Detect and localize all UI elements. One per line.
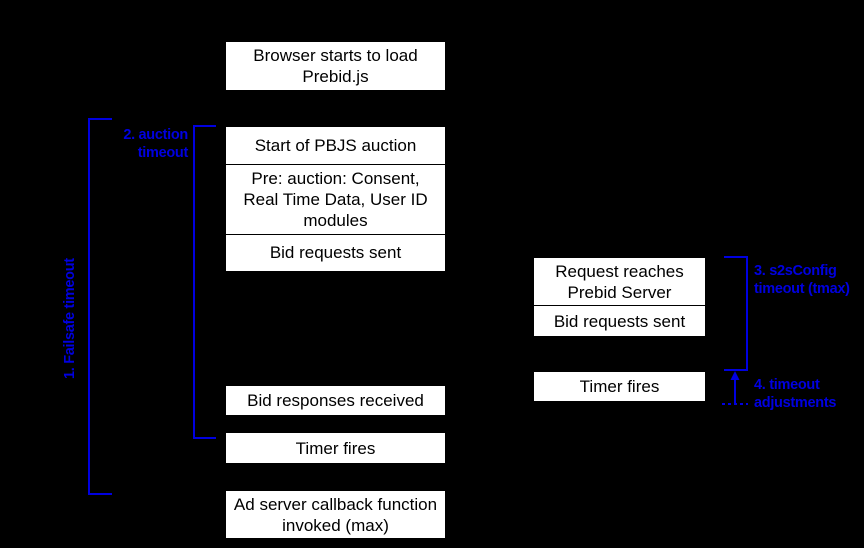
failsafe-timeout-label: 1. Failsafe timeout [62,258,78,379]
event-label: Start of PBJS auction [254,136,417,155]
event-box-timer-fires: Timer fires [226,433,445,463]
event-label: Bid requests sent [269,243,402,262]
event-label: Bid requests sent [553,311,686,331]
event-label: Pre: auction: Consent, Real Time Data, U… [243,169,428,230]
event-label: Browser starts to load Prebid.js [253,46,418,86]
server-event-stack: Request reaches Prebid Server Bid reques… [534,258,705,336]
event-label: Timer fires [579,377,660,396]
event-box-pre-auction: Pre: auction: Consent, Real Time Data, U… [226,165,445,235]
event-label: Timer fires [295,438,376,458]
failsafe-timeout-bracket [88,118,112,495]
event-box-server-bid-requests-sent: Bid requests sent [534,306,705,336]
event-box-request-reaches-server: Request reaches Prebid Server [534,258,705,306]
event-box-browser-load: Browser starts to load Prebid.js [226,42,445,90]
timeout-adjustments-arrow [722,371,748,405]
auction-timeout-bracket [193,125,216,439]
event-box-auction-start: Start of PBJS auction [226,127,445,165]
event-box-bid-requests-sent: Bid requests sent [226,235,445,270]
s2sconfig-timeout-label: 3. s2sConfig timeout (tmax) [754,263,850,297]
event-label: Bid responses received [247,391,424,410]
s2sconfig-timeout-bracket [724,256,748,371]
event-box-server-timer-fires: Timer fires [534,372,705,401]
auction-timeout-label: 2. auction timeout [123,127,188,161]
event-label: Ad server callback function invoked (max… [233,494,438,535]
event-box-ad-server-callback: Ad server callback function invoked (max… [226,491,445,538]
timeout-adjustments-label: 4. timeout adjustments [754,377,837,411]
event-label: Request reaches Prebid Server [555,261,684,302]
event-box-bid-responses-received: Bid responses received [226,386,445,415]
auction-event-stack: Start of PBJS auction Pre: auction: Cons… [226,127,445,271]
